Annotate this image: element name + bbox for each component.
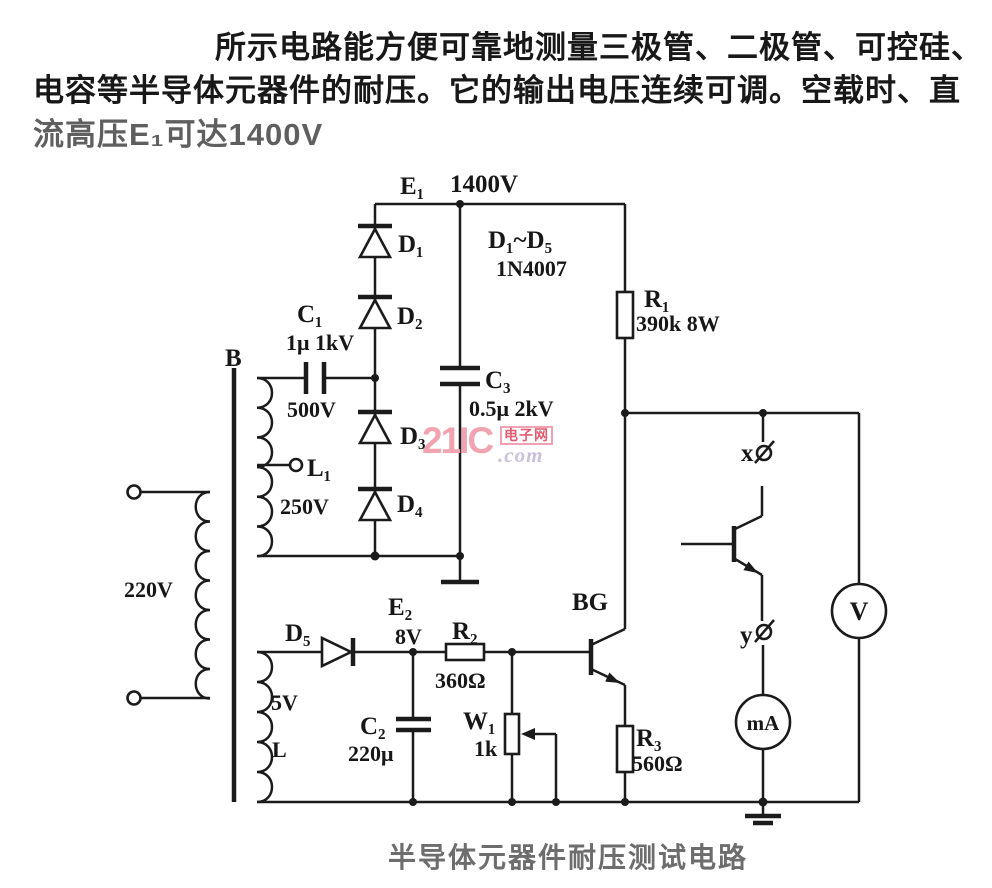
label-r1: R₁ bbox=[644, 286, 670, 313]
label-x-terminal: x bbox=[741, 440, 754, 467]
label-e2: E₂ bbox=[388, 594, 412, 621]
label-e1: E₁ bbox=[400, 173, 424, 200]
resistor-r3 bbox=[615, 724, 635, 774]
label-l1: L₁ bbox=[307, 455, 331, 482]
label-diode-part: 1N4007 bbox=[496, 256, 567, 281]
resistor-r2 bbox=[444, 642, 486, 662]
x-terminal bbox=[754, 440, 775, 464]
label-r3: R₃ bbox=[636, 725, 662, 752]
value-w1: 1k bbox=[474, 736, 498, 761]
value-c2: 220μ bbox=[348, 741, 394, 766]
primary-winding bbox=[194, 490, 211, 700]
value-r3: 560Ω bbox=[632, 751, 683, 776]
label-tap-250v: 250V bbox=[280, 494, 329, 519]
diode-d1 bbox=[357, 223, 393, 259]
primary-terminal-bottom bbox=[126, 690, 142, 706]
label-d2: D₂ bbox=[397, 303, 423, 330]
primary-terminal-top bbox=[126, 484, 142, 500]
secondary-hv-winding bbox=[256, 376, 274, 558]
value-e1: 1400V bbox=[450, 171, 518, 198]
value-c3: 0.5μ 2kV bbox=[469, 396, 554, 421]
label-c1: C₁ bbox=[297, 301, 323, 328]
voltmeter-label: V bbox=[850, 597, 869, 626]
transistor-bg bbox=[588, 639, 620, 683]
y-terminal bbox=[754, 619, 775, 643]
value-r2: 360Ω bbox=[435, 668, 486, 693]
label-primary-220v: 220V bbox=[124, 577, 173, 602]
capacitor-c1 bbox=[303, 362, 327, 394]
diode-d3 bbox=[357, 409, 393, 445]
diode-d4 bbox=[357, 486, 393, 522]
label-d1: D₁ bbox=[398, 231, 424, 258]
diode-d5 bbox=[320, 635, 356, 669]
diode-d2 bbox=[357, 294, 393, 330]
value-c1: 1μ 1kV bbox=[286, 330, 354, 355]
label-y-terminal: y bbox=[740, 622, 753, 649]
label-r2: R₂ bbox=[452, 618, 478, 645]
ground-main bbox=[745, 813, 781, 826]
voltmeter: V bbox=[830, 582, 888, 640]
value-e2: 8V bbox=[395, 624, 422, 649]
l1-terminal bbox=[288, 457, 304, 473]
resistor-r1 bbox=[615, 290, 635, 340]
ammeter-label: mA bbox=[747, 711, 780, 735]
value-r1: 390k 8W bbox=[636, 311, 720, 336]
label-bg: BG bbox=[572, 589, 608, 616]
description-line-2: 电容等半导体元器件的耐压。它的输出电压连续可调。空载时、直 bbox=[33, 73, 961, 108]
label-w1: W₁ bbox=[463, 708, 496, 735]
secondary-lv-winding bbox=[256, 650, 274, 804]
capacitor-c2 bbox=[396, 716, 431, 733]
capacitor-c3 bbox=[440, 365, 480, 387]
label-sec-l: L bbox=[272, 737, 287, 762]
label-sec-5v: 5V bbox=[271, 690, 298, 715]
description-line-1: 所示电路能方便可靠地测量三极管、二极管、可控硅、 bbox=[215, 30, 983, 65]
description-line-3: 流高压E₁可达1400V bbox=[33, 117, 324, 152]
label-d5: D₅ bbox=[285, 620, 311, 647]
label-tap-500v: 500V bbox=[287, 397, 336, 422]
label-diode-range: D₁~D₅ bbox=[488, 227, 552, 254]
figure-caption: 半导体元器件耐压测试电路 bbox=[388, 842, 749, 873]
ammeter: mA bbox=[734, 693, 792, 751]
label-c3: C₃ bbox=[485, 367, 511, 394]
junction-dots bbox=[370, 200, 768, 807]
label-d3: D₃ bbox=[400, 423, 426, 450]
label-d4: D₄ bbox=[397, 491, 423, 518]
dut-transistor bbox=[731, 526, 758, 573]
potentiometer-w1 bbox=[503, 712, 535, 756]
label-c2: C₂ bbox=[360, 713, 386, 740]
label-transformer-b: B bbox=[225, 345, 242, 372]
